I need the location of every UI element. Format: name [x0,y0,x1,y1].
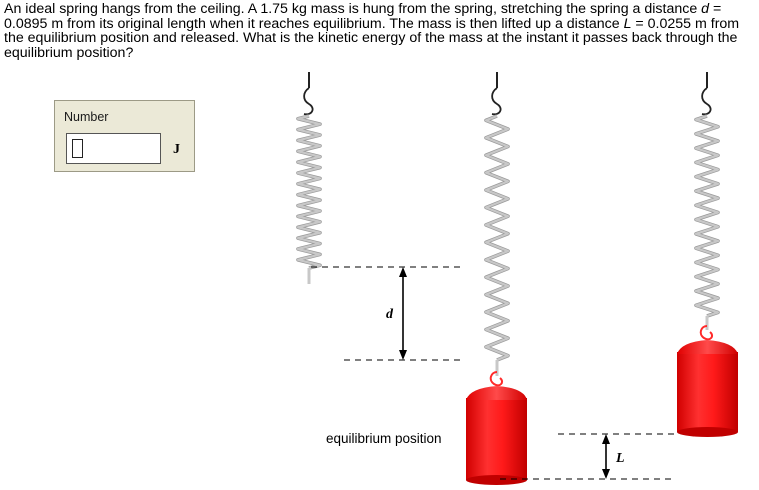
L-arrow [602,434,610,479]
spring-lifted [694,72,720,341]
spring-coil-2 [484,114,510,362]
spring-coil-1 [296,114,322,270]
spring-coil-3 [694,114,720,318]
L-label: L [615,451,625,466]
d-arrow [399,267,407,360]
answer-unit: J [173,142,180,157]
equilibrium-position-label: equilibrium position [326,431,442,446]
spring-equilibrium [484,72,510,387]
mass-block-lifted [677,340,738,437]
answer-input[interactable] [66,133,161,164]
question-text: An ideal spring hangs from the ceiling. … [4,1,740,61]
mass-block-equilibrium [466,386,527,485]
d-label: d [386,307,394,322]
spring-unstretched [296,72,322,284]
answer-label: Number [64,110,109,124]
